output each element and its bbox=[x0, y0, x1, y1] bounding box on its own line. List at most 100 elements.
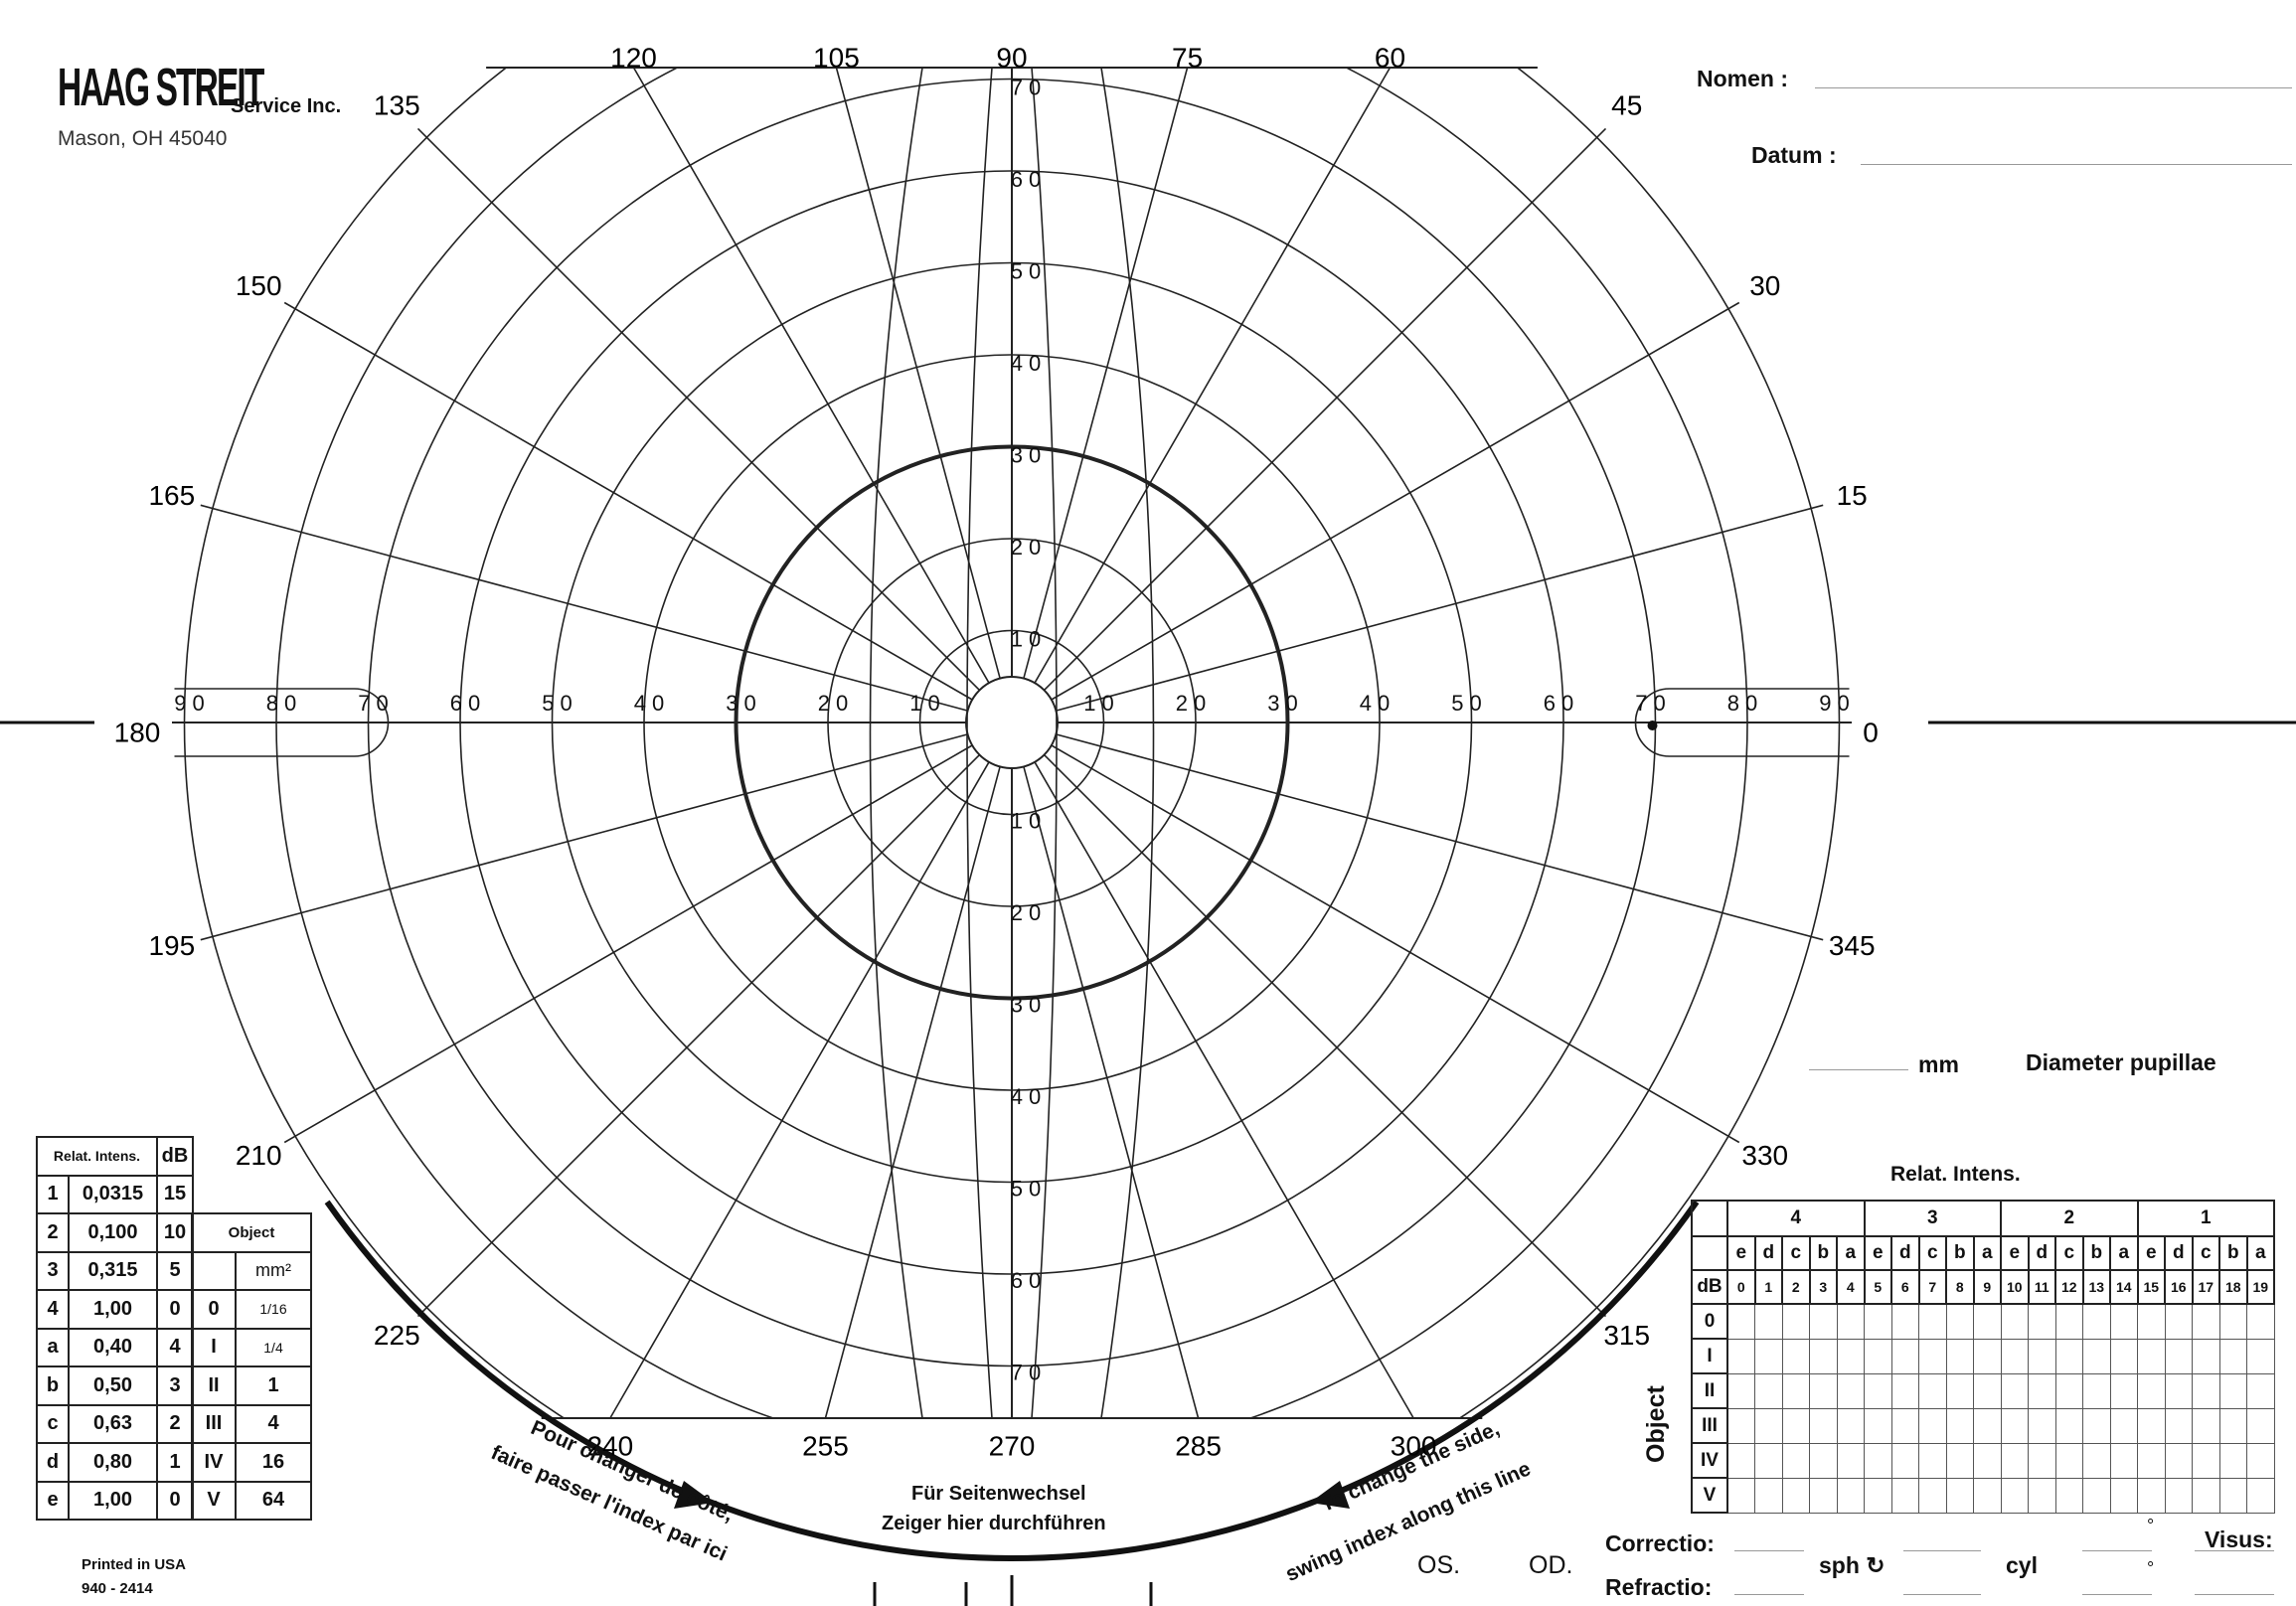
rel-grid-cell[interactable] bbox=[1836, 1338, 1865, 1374]
rel-grid-cell[interactable] bbox=[1890, 1477, 1919, 1514]
rel-grid-cell[interactable] bbox=[2192, 1372, 2220, 1409]
rel-grid-cell[interactable] bbox=[1918, 1338, 1947, 1374]
visus-field-1[interactable] bbox=[2195, 1550, 2274, 1551]
rel-grid-cell[interactable] bbox=[2054, 1477, 2083, 1514]
rel-grid-cell[interactable] bbox=[1726, 1477, 1755, 1514]
rel-grid-cell[interactable] bbox=[2082, 1338, 2111, 1374]
rel-grid-cell[interactable] bbox=[2246, 1442, 2275, 1479]
rel-grid-cell[interactable] bbox=[1945, 1338, 1974, 1374]
rel-grid-cell[interactable] bbox=[2192, 1303, 2220, 1340]
rel-grid-cell[interactable] bbox=[1781, 1303, 1810, 1340]
correctio-axis-field[interactable] bbox=[2082, 1550, 2152, 1551]
rel-grid-cell[interactable] bbox=[2109, 1407, 2138, 1444]
rel-grid-cell[interactable] bbox=[1973, 1372, 2002, 1409]
rel-grid-cell[interactable] bbox=[2028, 1407, 2056, 1444]
rel-grid-cell[interactable] bbox=[1918, 1442, 1947, 1479]
rel-grid-cell[interactable] bbox=[1809, 1372, 1838, 1409]
rel-grid-cell[interactable] bbox=[2246, 1303, 2275, 1340]
rel-grid-cell[interactable] bbox=[2028, 1372, 2056, 1409]
refractio-cyl-field[interactable] bbox=[1903, 1594, 1981, 1595]
rel-grid-cell[interactable] bbox=[1918, 1372, 1947, 1409]
rel-grid-cell[interactable] bbox=[2137, 1303, 2166, 1340]
rel-grid-cell[interactable] bbox=[2109, 1303, 2138, 1340]
rel-grid-cell[interactable] bbox=[1809, 1407, 1838, 1444]
rel-grid-cell[interactable] bbox=[1864, 1303, 1892, 1340]
rel-grid-cell[interactable] bbox=[1890, 1338, 1919, 1374]
rel-grid-cell[interactable] bbox=[1918, 1477, 1947, 1514]
rel-grid-cell[interactable] bbox=[1809, 1338, 1838, 1374]
rel-grid-cell[interactable] bbox=[1945, 1303, 1974, 1340]
rel-grid-cell[interactable] bbox=[1945, 1442, 1974, 1479]
rel-grid-cell[interactable] bbox=[2218, 1338, 2247, 1374]
rel-grid-cell[interactable] bbox=[1836, 1477, 1865, 1514]
rel-grid-cell[interactable] bbox=[2246, 1372, 2275, 1409]
rel-grid-cell[interactable] bbox=[1973, 1407, 2002, 1444]
refractio-axis-field[interactable] bbox=[2082, 1594, 2152, 1595]
rel-grid-cell[interactable] bbox=[2218, 1303, 2247, 1340]
rel-grid-cell[interactable] bbox=[1890, 1407, 1919, 1444]
pupil-diameter-field[interactable] bbox=[1809, 1069, 1908, 1070]
rel-grid-cell[interactable] bbox=[2164, 1442, 2193, 1479]
rel-grid-cell[interactable] bbox=[2192, 1442, 2220, 1479]
rel-grid-cell[interactable] bbox=[2000, 1477, 2029, 1514]
rel-grid-cell[interactable] bbox=[1781, 1372, 1810, 1409]
rel-grid-cell[interactable] bbox=[2164, 1477, 2193, 1514]
rel-grid-cell[interactable] bbox=[2218, 1477, 2247, 1514]
rel-grid-cell[interactable] bbox=[2137, 1372, 2166, 1409]
rel-grid-cell[interactable] bbox=[1781, 1407, 1810, 1444]
rel-grid-cell[interactable] bbox=[1726, 1338, 1755, 1374]
rel-grid-cell[interactable] bbox=[1754, 1477, 1783, 1514]
rel-grid-cell[interactable] bbox=[1836, 1407, 1865, 1444]
rel-grid-cell[interactable] bbox=[1973, 1338, 2002, 1374]
rel-grid-cell[interactable] bbox=[2000, 1407, 2029, 1444]
rel-grid-cell[interactable] bbox=[1809, 1477, 1838, 1514]
rel-grid-cell[interactable] bbox=[2137, 1407, 2166, 1444]
datum-field[interactable] bbox=[1861, 164, 2292, 165]
rel-grid-cell[interactable] bbox=[2054, 1407, 2083, 1444]
rel-grid-cell[interactable] bbox=[1726, 1372, 1755, 1409]
rel-grid-cell[interactable] bbox=[2109, 1477, 2138, 1514]
visus-field-2[interactable] bbox=[2195, 1594, 2274, 1595]
rel-grid-cell[interactable] bbox=[2192, 1407, 2220, 1444]
rel-grid-cell[interactable] bbox=[1754, 1372, 1783, 1409]
rel-grid-cell[interactable] bbox=[2054, 1372, 2083, 1409]
rel-grid-cell[interactable] bbox=[2028, 1303, 2056, 1340]
refractio-sph-field[interactable] bbox=[1734, 1594, 1804, 1595]
rel-grid-cell[interactable] bbox=[1890, 1442, 1919, 1479]
rel-grid-cell[interactable] bbox=[1890, 1303, 1919, 1340]
rel-grid-cell[interactable] bbox=[1781, 1442, 1810, 1479]
rel-grid-cell[interactable] bbox=[1973, 1477, 2002, 1514]
rel-grid-cell[interactable] bbox=[1809, 1303, 1838, 1340]
rel-grid-cell[interactable] bbox=[1836, 1372, 1865, 1409]
rel-grid-cell[interactable] bbox=[1754, 1338, 1783, 1374]
rel-grid-cell[interactable] bbox=[2082, 1477, 2111, 1514]
rel-grid-cell[interactable] bbox=[1726, 1442, 1755, 1479]
rel-grid-cell[interactable] bbox=[2000, 1442, 2029, 1479]
rel-grid-cell[interactable] bbox=[2137, 1442, 2166, 1479]
rel-grid-cell[interactable] bbox=[2218, 1372, 2247, 1409]
rel-grid-cell[interactable] bbox=[2164, 1407, 2193, 1444]
rel-grid-cell[interactable] bbox=[1754, 1303, 1783, 1340]
rel-grid-cell[interactable] bbox=[2164, 1338, 2193, 1374]
rel-grid-cell[interactable] bbox=[1864, 1407, 1892, 1444]
rel-grid-cell[interactable] bbox=[2218, 1442, 2247, 1479]
rel-grid-cell[interactable] bbox=[1890, 1372, 1919, 1409]
rel-grid-cell[interactable] bbox=[2082, 1407, 2111, 1444]
rel-grid-cell[interactable] bbox=[1726, 1407, 1755, 1444]
rel-grid-cell[interactable] bbox=[2109, 1372, 2138, 1409]
rel-grid-cell[interactable] bbox=[1918, 1303, 1947, 1340]
rel-grid-cell[interactable] bbox=[1754, 1407, 1783, 1444]
rel-grid-cell[interactable] bbox=[2028, 1338, 2056, 1374]
rel-grid-cell[interactable] bbox=[2082, 1372, 2111, 1409]
rel-grid-cell[interactable] bbox=[2246, 1338, 2275, 1374]
rel-grid-cell[interactable] bbox=[1945, 1407, 1974, 1444]
rel-grid-cell[interactable] bbox=[1918, 1407, 1947, 1444]
rel-grid-cell[interactable] bbox=[2109, 1338, 2138, 1374]
rel-grid-cell[interactable] bbox=[2137, 1338, 2166, 1374]
rel-grid-cell[interactable] bbox=[2082, 1303, 2111, 1340]
rel-grid-cell[interactable] bbox=[1973, 1442, 2002, 1479]
nomen-field[interactable] bbox=[1815, 87, 2292, 88]
correctio-sph-field[interactable] bbox=[1734, 1550, 1804, 1551]
rel-grid-cell[interactable] bbox=[1809, 1442, 1838, 1479]
rel-grid-cell[interactable] bbox=[1754, 1442, 1783, 1479]
